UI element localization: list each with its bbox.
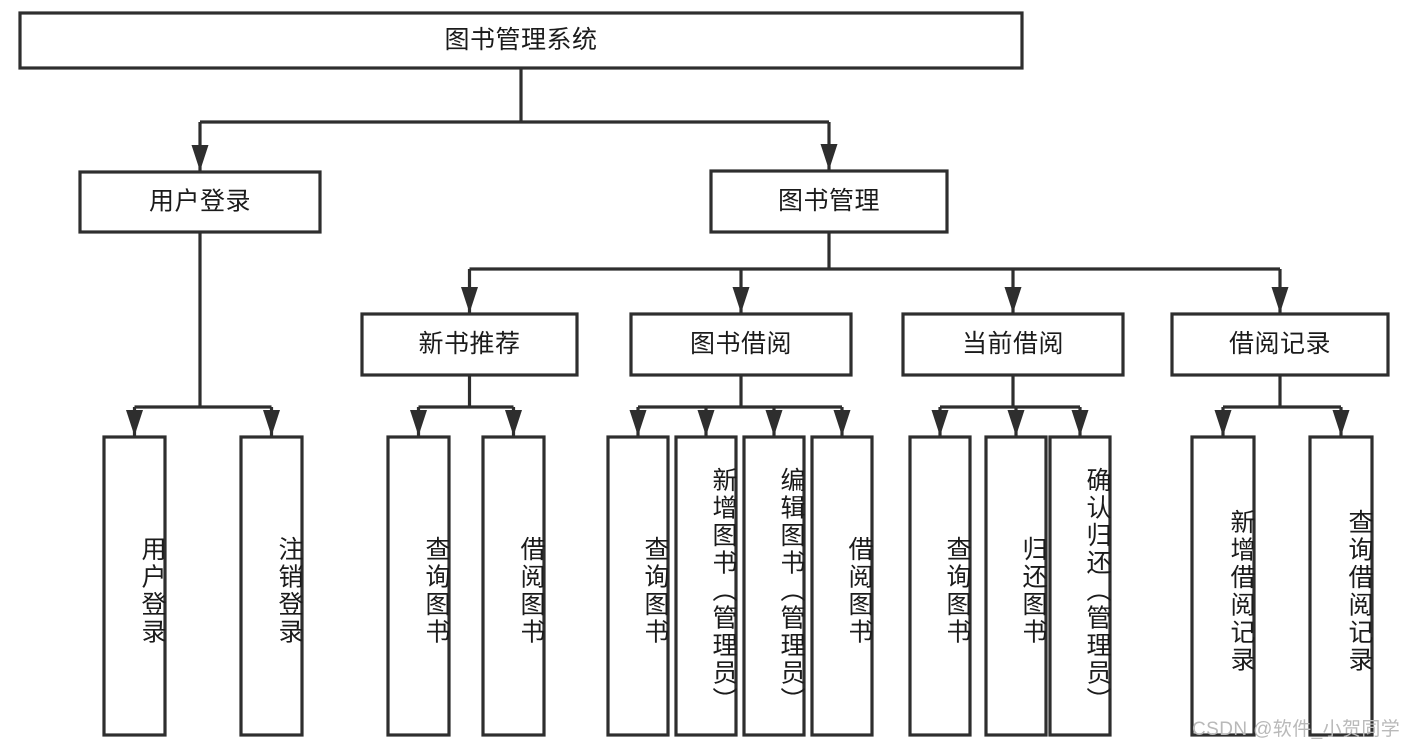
node-box-leaf-query-record[interactable] bbox=[1308, 435, 1374, 737]
arrow-head-icon bbox=[1004, 287, 1022, 313]
node-box-leaf-borrow-book[interactable] bbox=[810, 435, 874, 737]
node-label-book-management: 图书管理 bbox=[778, 187, 880, 215]
csdn-watermark: CSDN @软件_小贺同学 bbox=[1192, 719, 1401, 740]
arrow-head-icon bbox=[410, 410, 427, 436]
node-label-current-borrow: 当前借阅 bbox=[962, 330, 1064, 358]
node-box-current-borrow[interactable] bbox=[901, 312, 1125, 377]
node-box-layer bbox=[18, 11, 1390, 737]
node-box-borrow-records[interactable] bbox=[1170, 312, 1390, 377]
node-label-book-borrow: 图书借阅 bbox=[690, 330, 792, 358]
arrow-head-icon bbox=[931, 410, 949, 436]
arrow-head-icon bbox=[697, 410, 715, 436]
node-box-leaf-query-book-new[interactable] bbox=[386, 435, 451, 737]
arrow-head-icon bbox=[505, 410, 522, 436]
node-box-leaf-query-book-cur[interactable] bbox=[908, 435, 972, 737]
arrow-head-icon bbox=[820, 144, 838, 170]
node-box-book-borrow[interactable] bbox=[629, 312, 853, 377]
arrow-head-icon bbox=[191, 145, 209, 171]
node-label-borrow-records: 借阅记录 bbox=[1229, 330, 1331, 358]
arrow-head-icon bbox=[1071, 410, 1089, 436]
connector-layer bbox=[126, 68, 1350, 436]
node-box-user-login[interactable] bbox=[78, 170, 322, 234]
arrow-head-icon bbox=[765, 410, 783, 436]
node-label-user-login: 用户登录 bbox=[149, 188, 251, 216]
node-box-leaf-edit-book[interactable] bbox=[742, 435, 806, 737]
node-box-leaf-add-book[interactable] bbox=[674, 435, 738, 737]
arrow-head-icon bbox=[263, 410, 280, 436]
node-box-leaf-borrow-book-new[interactable] bbox=[481, 435, 546, 737]
node-label-root: 图书管理系统 bbox=[444, 26, 597, 54]
node-box-new-book-recommend[interactable] bbox=[360, 312, 579, 377]
node-box-root[interactable] bbox=[18, 11, 1024, 70]
node-box-leaf-logout[interactable] bbox=[239, 435, 304, 737]
node-box-leaf-confirm-return[interactable] bbox=[1048, 435, 1112, 737]
arrow-head-icon bbox=[1332, 410, 1350, 436]
arrow-head-icon bbox=[629, 410, 647, 436]
arrow-head-icon bbox=[833, 410, 851, 436]
arrow-head-icon bbox=[732, 287, 750, 313]
node-label-new-book-recommend: 新书推荐 bbox=[418, 330, 520, 358]
node-box-leaf-query-book-borrow[interactable] bbox=[606, 435, 670, 737]
node-box-book-management[interactable] bbox=[709, 169, 949, 234]
node-box-leaf-user-login[interactable] bbox=[102, 435, 167, 737]
arrow-head-icon bbox=[461, 287, 478, 313]
arrow-head-icon bbox=[1007, 410, 1025, 436]
node-box-leaf-return-book[interactable] bbox=[984, 435, 1048, 737]
arrow-head-icon bbox=[1214, 410, 1232, 436]
arrow-head-icon bbox=[1271, 287, 1289, 313]
node-box-leaf-add-record[interactable] bbox=[1190, 435, 1256, 737]
arrow-head-icon bbox=[126, 410, 143, 436]
